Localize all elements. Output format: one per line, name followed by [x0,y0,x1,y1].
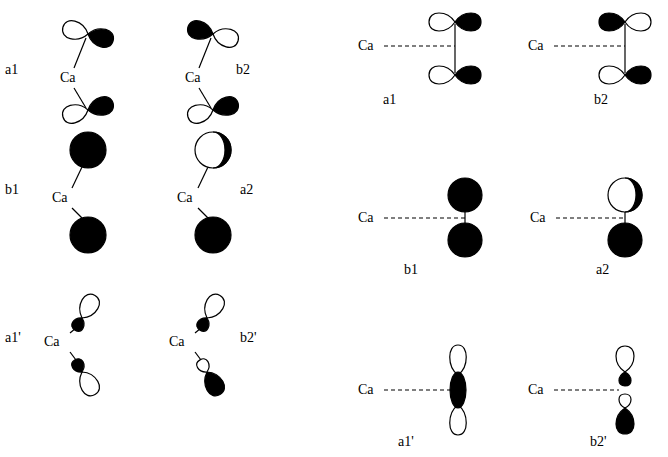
atom-label: Ca [528,382,544,398]
orbital-shape [86,25,116,49]
orbital-shape [195,315,212,333]
orbital-shape [61,19,91,43]
orbital-shape [599,66,625,84]
orbital-shape [70,357,87,375]
orbital-lobe [70,217,106,253]
right-a2-orbitals [556,178,642,257]
orbital-symmetry-label: a2 [240,182,253,198]
left-a1prime-orbitals [70,291,103,399]
bond-line [199,38,211,68]
orbital-lobe [450,372,466,408]
bond-line [464,212,465,223]
atom-label: Ca [44,334,60,350]
atom-label: Ca [177,190,193,206]
right-b2-orbitals [554,13,651,84]
orbital-symmetry-label: b2 [594,92,608,108]
orbital-shape [213,132,231,168]
right-a1prime-orbital [384,345,466,435]
orbital-shape [429,66,455,84]
atom-label: Ca [358,38,374,54]
orbital-shape [186,101,216,125]
orbital-shape [619,394,631,408]
bond-line [624,24,625,73]
orbital-shape [450,405,467,435]
bond-line [72,167,82,188]
atom-label: Ca [60,70,76,86]
orbital-symmetry-label: a2 [596,262,609,278]
left-a2-orbitals [195,132,231,253]
orbital-symmetry-label: b2' [590,434,607,450]
atom-label: Ca [358,382,374,398]
right-a1-orbitals [384,13,481,84]
orbital-shape [195,357,212,375]
orbital-symmetry-label: b2' [240,330,257,346]
bond-line [72,208,82,218]
bond-line [556,217,625,218]
bond-line [554,389,619,390]
orbital-symmetry-label: a1' [398,434,414,450]
right-b1-orbitals [384,178,482,257]
orbital-shape [70,315,87,333]
atom-label: Ca [52,190,68,206]
atom-label: Ca [169,334,185,350]
orbital-shape [211,25,241,49]
orbital-lobe [195,217,231,253]
orbital-symmetry-label: b1 [5,182,19,198]
right-b2prime-orbitals [554,346,634,434]
orbital-shape [599,13,625,31]
bond-line [70,352,76,360]
bond-line [384,45,455,46]
orbital-symmetry-label: b1 [404,262,418,278]
left-a1-orbitals [61,19,116,126]
orbital-shape [86,95,116,119]
atom-label: Ca [358,210,374,226]
orbital-shape [211,95,241,119]
atom-label: Ca [185,70,201,86]
bond-line [198,208,208,218]
bond-line [624,212,625,223]
orbital-shape [616,346,634,372]
orbital-symmetry-label: a1 [383,92,396,108]
bond-line [195,352,201,360]
orbital-shape [429,13,455,31]
bond-line [74,38,86,68]
orbital-shape [455,13,481,31]
orbital-lobe [608,223,642,257]
orbital-lobe [448,223,482,257]
orbital-shape [61,101,91,125]
atom-label: Ca [528,38,544,54]
orbital-lobe [608,178,642,212]
orbital-shape [625,66,651,84]
orbital-shape [455,66,481,84]
bond-line [554,45,625,46]
orbital-shape [619,372,631,386]
orbital-shape [625,178,642,212]
bond-line [454,24,455,73]
orbital-shape [186,19,216,43]
left-b2prime-orbitals [195,291,228,399]
orbital-symmetry-label: a1 [5,62,18,78]
orbital-lobe [70,132,106,168]
atom-label: Ca [530,210,546,226]
orbital-symmetry-label: a1' [5,330,21,346]
bond-line [384,217,465,218]
left-b1-orbitals [70,132,106,253]
orbital-lobe [448,178,482,212]
bond-line [198,167,208,188]
left-b2-orbitals [186,19,241,126]
orbital-shape [625,13,651,31]
bond-line [384,389,450,390]
orbital-shape [450,345,467,375]
orbital-shape [616,408,634,434]
orbital-lobe [195,132,231,168]
orbital-symmetry-label: b2 [236,62,250,78]
